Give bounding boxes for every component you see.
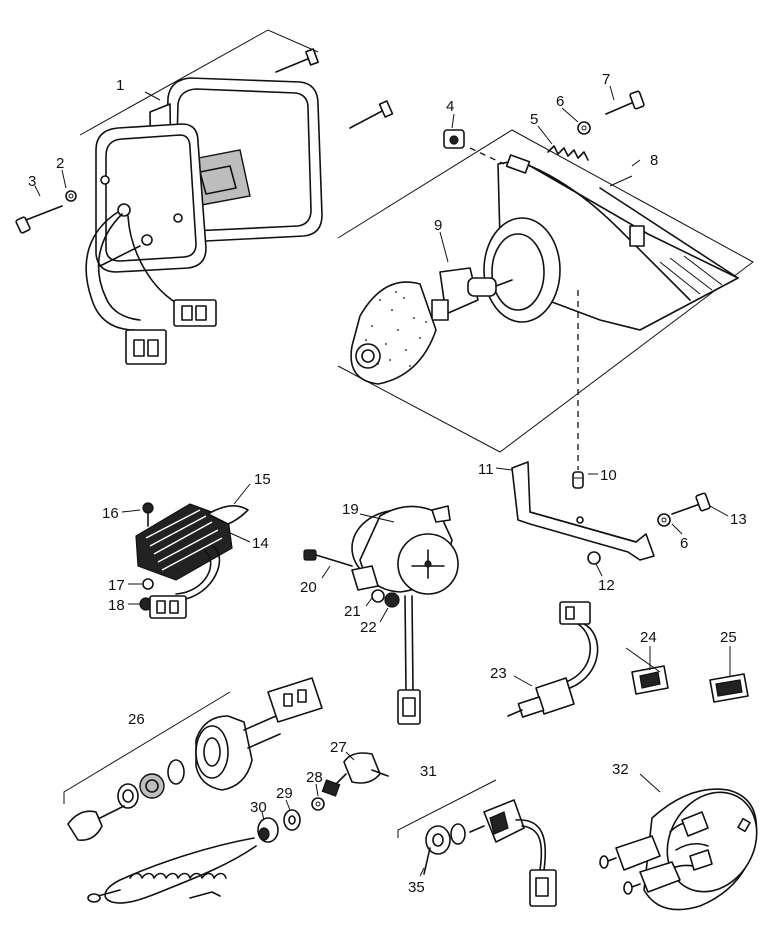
toggle-switch-connector xyxy=(529,869,557,907)
bolt-20 xyxy=(303,549,353,567)
callout-5: 5 xyxy=(530,111,538,128)
callout-11: 11 xyxy=(478,461,494,478)
nut-22 xyxy=(384,592,400,608)
ignition-connector xyxy=(267,677,323,723)
tail-lamp-assembly xyxy=(15,29,394,365)
bolt-13 xyxy=(671,492,711,515)
spring-5 xyxy=(547,145,589,161)
sensor-connector xyxy=(559,601,591,625)
long-bolt xyxy=(99,234,153,267)
gauge-terminal xyxy=(599,835,661,871)
long-bolt xyxy=(349,100,394,129)
callout-7: 7 xyxy=(602,71,610,88)
callout-10: 10 xyxy=(600,467,617,484)
callout-21: 21 xyxy=(344,603,361,620)
regulator-connector xyxy=(149,595,187,619)
callout-6b: 6 xyxy=(680,535,688,552)
callout-2: 2 xyxy=(56,155,64,172)
bolt-3 xyxy=(15,205,63,234)
headlamp-bracket xyxy=(511,461,711,565)
callout-30: 30 xyxy=(250,799,267,816)
callout-13: 13 xyxy=(730,511,747,528)
headlamp-assembly xyxy=(337,90,754,489)
voltage-regulator xyxy=(135,502,249,619)
washer-2 xyxy=(65,190,77,202)
rocker-switch-24 xyxy=(631,665,669,695)
rocker-switch-25 xyxy=(709,673,749,703)
sensor-23 xyxy=(507,601,599,718)
kill-switch-30 xyxy=(87,817,279,904)
nut-12 xyxy=(587,551,601,565)
screw-7 xyxy=(605,90,645,115)
callout-8: 8 xyxy=(650,152,658,169)
tail-lamp-connector xyxy=(173,299,217,327)
callout-4: 4 xyxy=(446,98,454,115)
screw-16 xyxy=(142,502,154,527)
callout-labels: 1 2 3 4 5 6 7 8 9 10 11 6 12 13 14 15 16… xyxy=(28,71,747,896)
callout-1: 1 xyxy=(116,77,124,94)
callout-26: 26 xyxy=(128,711,145,728)
callout-16: 16 xyxy=(102,505,119,522)
callout-23: 23 xyxy=(490,665,507,682)
toggle-switch-assembly xyxy=(397,779,557,907)
callout-31: 31 xyxy=(420,763,437,780)
callout-17: 17 xyxy=(108,577,125,594)
tail-lamp-connector xyxy=(125,329,167,365)
washer-17 xyxy=(142,578,154,590)
washer-6-lower xyxy=(657,513,671,527)
callout-28: 28 xyxy=(306,769,323,786)
clip-nut-4 xyxy=(443,129,465,149)
headlamp-lens xyxy=(350,281,437,385)
horn-connector xyxy=(397,689,421,725)
washer-21 xyxy=(371,589,385,603)
gauge-32 xyxy=(599,788,758,911)
long-bolt xyxy=(275,48,319,73)
callout-3: 3 xyxy=(28,173,36,190)
leader-lines xyxy=(34,85,731,877)
callout-9: 9 xyxy=(434,217,442,234)
sleeve-10 xyxy=(572,471,584,489)
callout-29: 29 xyxy=(276,785,293,802)
callout-24: 24 xyxy=(640,629,657,646)
callout-32: 32 xyxy=(612,761,629,778)
callout-19: 19 xyxy=(342,501,359,518)
washer-6 xyxy=(577,121,591,135)
ignition-switch-assembly xyxy=(63,677,323,842)
callout-20: 20 xyxy=(300,579,317,596)
washer-28 xyxy=(311,797,325,811)
ignition-key xyxy=(67,805,125,842)
nut-29 xyxy=(283,809,301,831)
callout-6a: 6 xyxy=(556,93,564,110)
headlamp-bulb-9 xyxy=(431,267,513,321)
callout-12: 12 xyxy=(598,577,615,594)
gauge-terminal xyxy=(623,861,681,895)
callout-18: 18 xyxy=(108,597,125,614)
horn xyxy=(303,505,459,725)
callout-22: 22 xyxy=(360,619,377,636)
callout-14: 14 xyxy=(252,535,269,552)
callout-35: 35 xyxy=(408,879,425,896)
callout-27: 27 xyxy=(330,739,347,756)
switch-27 xyxy=(321,752,389,797)
callout-15: 15 xyxy=(254,471,271,488)
regulator-bracket-15 xyxy=(207,505,249,525)
callout-25: 25 xyxy=(720,629,737,646)
toggle-switch-31 xyxy=(469,799,525,843)
